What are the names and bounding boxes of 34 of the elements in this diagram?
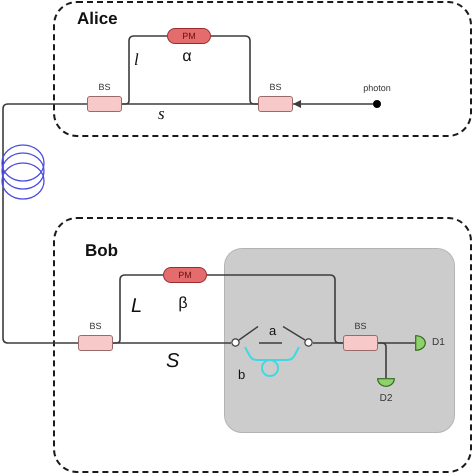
component-label: BS [90,321,102,332]
connector-line [378,342,387,378]
phase-symbol: β [178,295,188,313]
switch-icon [282,325,313,347]
path-label: L [131,295,142,317]
detector-label: D1 [432,337,445,349]
phase-symbol: α [182,48,192,66]
path-label: S [166,350,180,372]
connector-line [2,202,78,344]
switch-icon [231,325,259,347]
component-label: BS [354,321,366,332]
group-title: Bob [85,241,118,260]
path-label: b [238,367,246,382]
group-title: Alice [77,9,118,28]
phase-modulator: PM [167,28,211,44]
path-label: s [158,104,165,123]
connector-line [2,103,87,144]
connector-line [259,342,282,344]
shaded-region [224,248,455,433]
path-label: a [269,323,276,338]
coil-icon [0,144,46,202]
dashed-boundary [53,217,472,473]
component-label: BS [270,82,282,93]
path-label: l [134,50,139,69]
connector-line [313,342,343,344]
detector-label: D2 [380,393,392,405]
fiber-loop-line [244,346,300,377]
connector-line [113,342,231,344]
dashed-boundary [53,1,472,137]
connector-line [122,103,258,105]
component-label: BS [98,82,110,93]
arrow [293,100,373,108]
photon-label: photon [363,83,391,94]
phase-modulator: PM [163,267,207,283]
